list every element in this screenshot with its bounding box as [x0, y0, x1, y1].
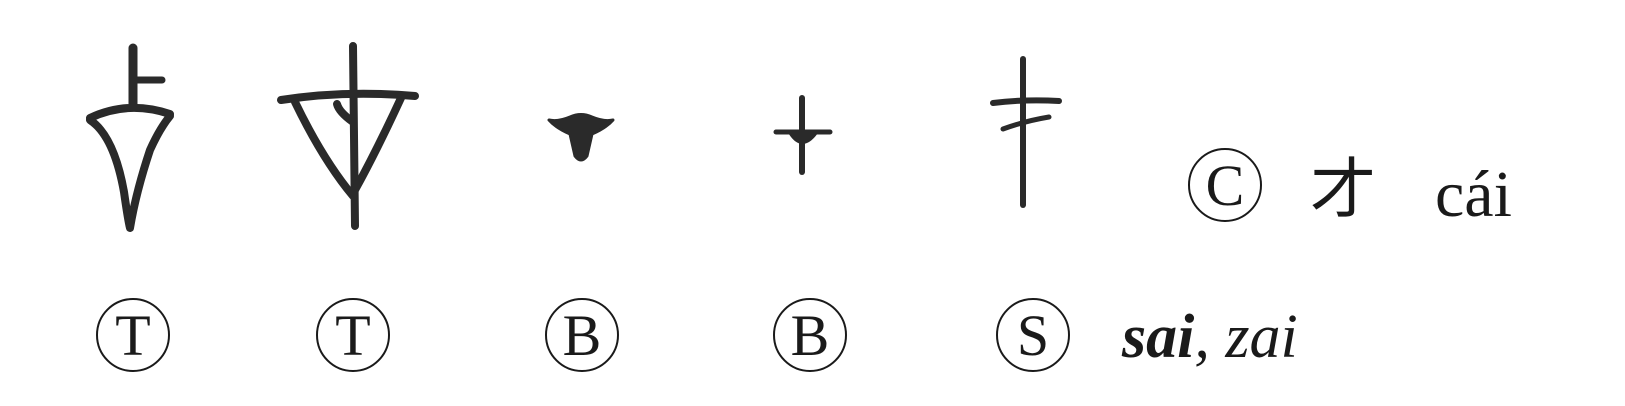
reading-primary: sai	[1122, 303, 1195, 371]
bronze-glyph-2	[772, 94, 836, 178]
bronze-glyph-1	[546, 100, 616, 170]
script-badge-bronze-2: B	[773, 298, 847, 372]
bronze-glyph-icon	[773, 95, 833, 175]
reading-secondary: zai	[1225, 303, 1298, 371]
script-badge-modern: C	[1188, 148, 1262, 222]
script-badge-oracle-2: T	[316, 298, 390, 372]
modern-pinyin: cái	[1435, 158, 1512, 231]
seal-glyph	[985, 55, 1065, 215]
old-chinese-reading: sai, zai	[1122, 306, 1298, 368]
modern-character: 才	[1310, 154, 1376, 227]
oracle-bone-glyph-2	[275, 40, 425, 230]
oracle-bone-glyph-icon	[277, 42, 419, 230]
oracle-bone-glyph-1	[80, 42, 180, 242]
oracle-bone-glyph-icon	[86, 43, 174, 232]
seal-glyph-icon	[990, 56, 1062, 208]
bronze-glyph-icon	[547, 113, 615, 162]
script-badge-seal: S	[996, 298, 1070, 372]
script-badge-bronze-1: B	[545, 298, 619, 372]
script-badge-oracle-1: T	[96, 298, 170, 372]
reading-separator: ,	[1194, 303, 1226, 371]
